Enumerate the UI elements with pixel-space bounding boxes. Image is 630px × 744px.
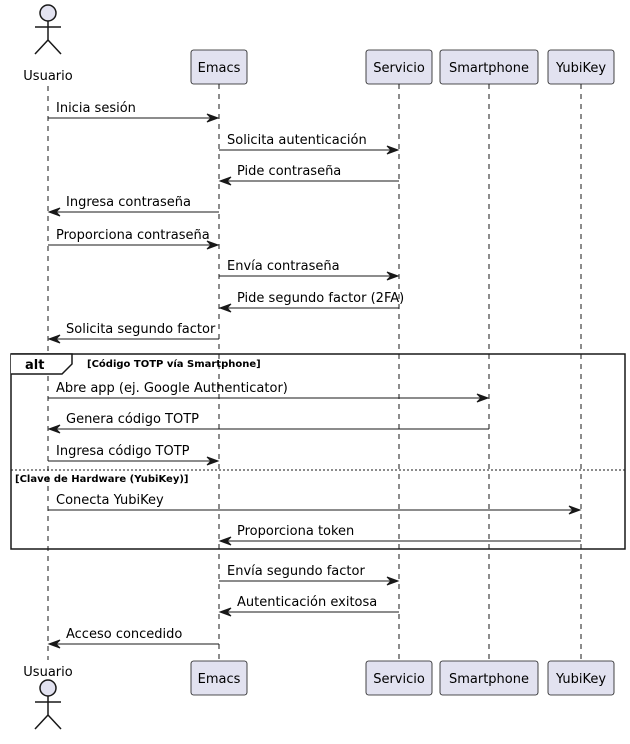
participant-emacs-top: Emacs [190, 49, 248, 85]
message-1: Inicia sesión [48, 101, 220, 123]
message-arrowhead [218, 536, 232, 546]
message-arrowhead [568, 505, 582, 515]
message-label: Conecta YubiKey [56, 493, 164, 508]
participant-box [365, 49, 433, 85]
message-5: Proporciona contraseña [48, 228, 220, 250]
message-arrowhead [206, 456, 220, 466]
participant-emacs-bottom: Emacs [190, 660, 248, 696]
participant-label: Smartphone [449, 672, 529, 687]
message-label: Autenticación exitosa [237, 595, 377, 610]
message-3: Pide contraseña [218, 164, 399, 186]
message-label: Proporciona token [237, 524, 354, 539]
message-label: Ingresa contraseña [66, 195, 191, 210]
participant-box [190, 660, 248, 696]
alt-tab [11, 353, 73, 375]
participant-label: Servicio [373, 61, 425, 76]
lifelines [47, 84, 582, 661]
participant-smartphone-top: Smartphone [439, 49, 539, 85]
participant-label: Usuario [23, 69, 72, 84]
message-4: Ingresa contraseña [47, 195, 219, 217]
participant-box [190, 49, 248, 85]
message-label: Genera código TOTP [66, 412, 199, 427]
message-arrowhead [47, 424, 61, 434]
participant-label: Usuario [23, 665, 72, 680]
actor-body [34, 696, 62, 730]
message-label: Inicia sesión [56, 101, 136, 116]
participant-box [439, 49, 539, 85]
message-arrowhead [218, 607, 232, 617]
actor-body [34, 21, 62, 55]
message-arrowhead [386, 145, 400, 155]
message-6: Envía contraseña [219, 259, 400, 281]
alt-guard-first: [Código TOTP vía Smartphone] [87, 358, 261, 370]
message-label: Solicita autenticación [227, 133, 367, 148]
message-13: Proporciona token [218, 524, 581, 546]
participant-label: Emacs [198, 672, 241, 687]
participant-usuario-bottom: Usuario [23, 665, 73, 730]
message-arrowhead [476, 393, 490, 403]
message-10: Genera código TOTP [47, 412, 489, 434]
message-arrowhead [47, 207, 61, 217]
message-arrowhead [218, 303, 232, 313]
participant-label: YubiKey [555, 61, 606, 76]
participant-servicio-top: Servicio [365, 49, 433, 85]
message-label: Solicita segundo factor [66, 322, 216, 337]
message-arrowhead [386, 271, 400, 281]
message-arrowhead [47, 639, 61, 649]
message-arrowhead [47, 334, 61, 344]
message-14: Envía segundo factor [219, 564, 400, 586]
alt-keyword: alt [25, 358, 44, 373]
participant-usuario-top: Usuario [23, 4, 73, 84]
participant-yubikey-bottom: YubiKey [547, 660, 615, 696]
message-7: Pide segundo factor (2FA) [218, 291, 404, 313]
participant-box [547, 49, 615, 85]
message-12: Conecta YubiKey [48, 493, 582, 515]
message-arrowhead [206, 113, 220, 123]
message-9: Abre app (ej. Google Authenticator) [48, 381, 490, 403]
alt-group: alt [Código TOTP vía Smartphone] [Clave … [10, 353, 626, 550]
message-arrowhead [206, 240, 220, 250]
message-label: Acceso concedido [66, 627, 182, 642]
message-arrowhead [386, 576, 400, 586]
participant-box [439, 660, 539, 696]
alt-frame [10, 353, 626, 550]
message-label: Ingresa código TOTP [56, 444, 190, 459]
message-label: Proporciona contraseña [56, 228, 210, 243]
participants: UsuarioUsuarioEmacsEmacsServicioServicio… [23, 4, 615, 730]
participant-label: Servicio [373, 672, 425, 687]
participant-label: Smartphone [449, 61, 529, 76]
message-label: Pide segundo factor (2FA) [237, 291, 404, 306]
participant-smartphone-bottom: Smartphone [439, 660, 539, 696]
message-label: Abre app (ej. Google Authenticator) [56, 381, 288, 396]
message-label: Pide contraseña [237, 164, 341, 179]
message-arrowhead [218, 176, 232, 186]
participant-box [365, 660, 433, 696]
message-label: Envía segundo factor [227, 564, 365, 579]
participant-servicio-bottom: Servicio [365, 660, 433, 696]
message-8: Solicita segundo factor [47, 322, 219, 344]
participant-yubikey-top: YubiKey [547, 49, 615, 85]
actor-head [39, 4, 57, 22]
message-15: Autenticación exitosa [218, 595, 399, 617]
message-label: Envía contraseña [227, 259, 340, 274]
participant-label: Emacs [198, 61, 241, 76]
message-11: Ingresa código TOTP [48, 444, 220, 466]
actor-head [39, 679, 57, 697]
participant-box [547, 660, 615, 696]
participant-label: YubiKey [555, 672, 606, 687]
alt-guard-else: [Clave de Hardware (YubiKey)] [15, 474, 188, 485]
message-2: Solicita autenticación [219, 133, 400, 155]
message-16: Acceso concedido [47, 627, 219, 649]
